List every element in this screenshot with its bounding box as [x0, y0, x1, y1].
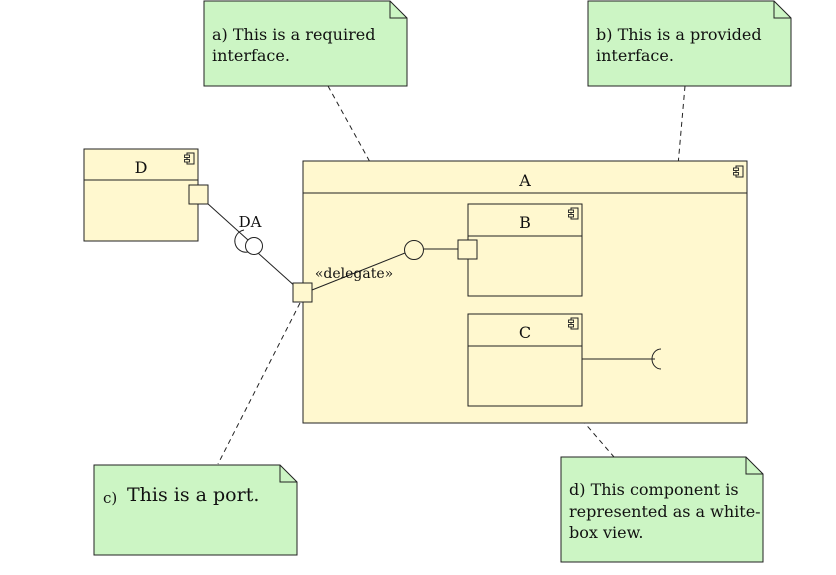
- delegate-connector: [311, 252, 406, 291]
- note-d-line-2: represented as a white-: [569, 502, 761, 521]
- port-d[interactable]: [188, 184, 209, 205]
- note-b-line-1: b) This is a provided: [596, 25, 762, 44]
- interface-socket-c[interactable]: [651, 348, 662, 370]
- delegate-label: «delegate»: [315, 266, 393, 282]
- ball-socket-da[interactable]: [234, 229, 263, 255]
- anchor-line-c: [217, 302, 301, 465]
- connector-da-to-a-port: [257, 252, 298, 289]
- component-b[interactable]: B: [467, 203, 583, 297]
- port-a[interactable]: [292, 282, 313, 303]
- port-da-label: DA: [239, 213, 262, 231]
- connectors: [206, 202, 655, 360]
- note-b-line-2: interface.: [596, 46, 674, 65]
- component-d[interactable]: D: [83, 148, 199, 242]
- connector-d-to-da: [206, 202, 249, 241]
- socket-arc-da: [234, 229, 249, 253]
- note-a-line-2: interface.: [212, 46, 290, 65]
- note-c-main: This is a port.: [127, 484, 259, 506]
- note-c-prefix: c): [103, 489, 117, 507]
- note-a: a) This is a required interface.: [203, 0, 408, 87]
- note-d-line-3: box view.: [569, 523, 644, 542]
- port-b[interactable]: [457, 239, 478, 260]
- component-d-name: D: [135, 158, 148, 177]
- component-a-name: A: [518, 171, 531, 190]
- ball-da: [245, 237, 263, 255]
- note-d: d) This component is represented as a wh…: [560, 456, 764, 563]
- note-b: b) This is a provided interface.: [587, 0, 792, 87]
- interface-ball-b[interactable]: [404, 240, 424, 260]
- component-c[interactable]: C: [467, 313, 583, 407]
- note-d-line-1: d) This component is: [569, 480, 739, 499]
- note-a-line-1: a) This is a required: [212, 25, 375, 44]
- component-b-name: B: [519, 213, 531, 232]
- note-c: c) This is a port.: [93, 464, 298, 556]
- component-c-name: C: [519, 323, 531, 342]
